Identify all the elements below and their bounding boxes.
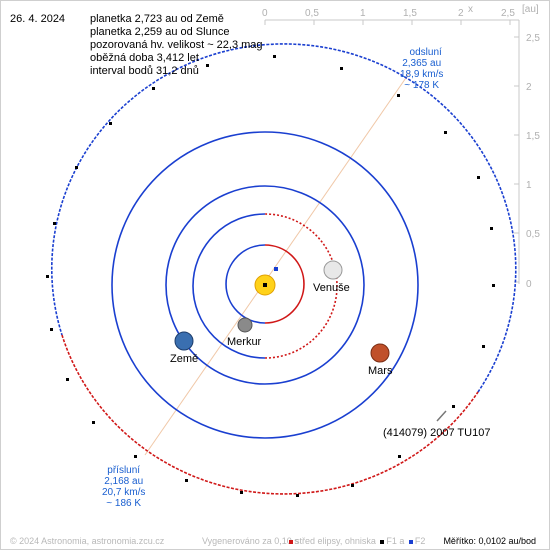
earth-label: Země: [170, 353, 199, 365]
perihelion-title: přísluní: [107, 465, 141, 476]
info-magnitude: pozorovaná hv. velikost ~ 22,3 mag: [90, 39, 263, 51]
info-panel: planetka 2,723 au od Země planetka 2,259…: [90, 13, 263, 78]
x-tick-label: 2,5: [501, 8, 515, 19]
perihelion-speed: 20,7 km/s: [102, 487, 146, 498]
mercury-label: Merkur: [227, 336, 262, 348]
earth-orbit: [165, 185, 365, 385]
y-tick-label: 2,5: [526, 33, 540, 44]
asteroid-orbit-above: [51, 43, 517, 393]
aphelion-title: odsluní: [409, 47, 442, 58]
focus-f2-marker: [274, 267, 278, 271]
x-tick-label: 0: [262, 8, 268, 19]
y-tick-label: 1: [526, 180, 532, 191]
y-tick-label: 2: [526, 82, 532, 93]
info-earth-distance: planetka 2,723 au od Země: [90, 13, 224, 25]
venus-orbit-below: [264, 213, 338, 359]
info-sun-distance: planetka 2,259 au od Slunce: [90, 26, 230, 38]
y-tick-label: 0: [526, 279, 532, 290]
ellipse-center-swatch: [289, 539, 293, 544]
venus-orbit-above: [192, 213, 266, 359]
mercury-planet: [237, 317, 253, 333]
aphelion-distance: 2,365 au: [402, 58, 442, 69]
footer-f2: F2: [414, 536, 426, 546]
asteroid-orbit-below: [61, 334, 479, 495]
x-tick-label: 2: [458, 8, 464, 19]
x-tick-label: 1,5: [403, 8, 417, 19]
x-axis-label: x: [468, 4, 473, 15]
info-orbital-period: oběžná doba 3,412 let: [90, 52, 199, 64]
mars-planet: [370, 343, 390, 363]
perihelion-temp: ~ 186 K: [106, 498, 142, 509]
asteroid-label: (414079) 2007 TU107: [383, 427, 491, 439]
mars-orbit: [111, 131, 419, 439]
aphelion-speed: 18,9 km/s: [400, 69, 444, 80]
axes: [264, 19, 520, 284]
mars-label: Mars: [368, 365, 393, 377]
orbit-point-markers: [46, 55, 495, 497]
x-tick-label: 0,5: [305, 8, 319, 19]
f1-swatch: [380, 539, 385, 544]
aphelion-temp: ~ 178 K: [404, 80, 440, 91]
aphelion-info: odsluní 2,365 au 18,9 km/s ~ 178 K: [400, 47, 443, 91]
perihelion-info: přísluní 2,168 au 20,7 km/s ~ 186 K: [102, 465, 145, 509]
earth-planet: [174, 331, 194, 351]
asteroid-marker: [436, 410, 447, 422]
footer-legend: střed elipsy, ohniska F1 a F2: [287, 536, 425, 546]
mercury-orbit-below: [264, 244, 305, 324]
sun: [254, 274, 276, 296]
footer-generated: Vygenerováno za 0,10 s: [202, 536, 299, 546]
date-label: 26. 4. 2024: [10, 13, 66, 25]
f2-swatch: [408, 539, 413, 544]
y-tick-label: 0,5: [526, 229, 540, 240]
footer-copyright: © 2024 Astronomia, astronomia.zcu.cz: [10, 536, 165, 546]
footer-f1: F1 a: [386, 536, 405, 546]
venus-label: Venuše: [313, 282, 350, 294]
footer-scale: Měřítko: 0,0102 au/bod: [443, 536, 536, 546]
info-point-interval: interval bodů 31,2 dnů: [90, 65, 199, 77]
x-tick-label: 1: [360, 8, 366, 19]
axis-unit: [au]: [522, 4, 539, 15]
footer-ellipse-center: střed elipsy, ohniska: [295, 536, 376, 546]
perihelion-distance: 2,168 au: [104, 476, 144, 487]
venus-planet: [323, 260, 343, 280]
y-tick-label: 1,5: [526, 131, 540, 142]
apsides-line: [144, 71, 411, 456]
